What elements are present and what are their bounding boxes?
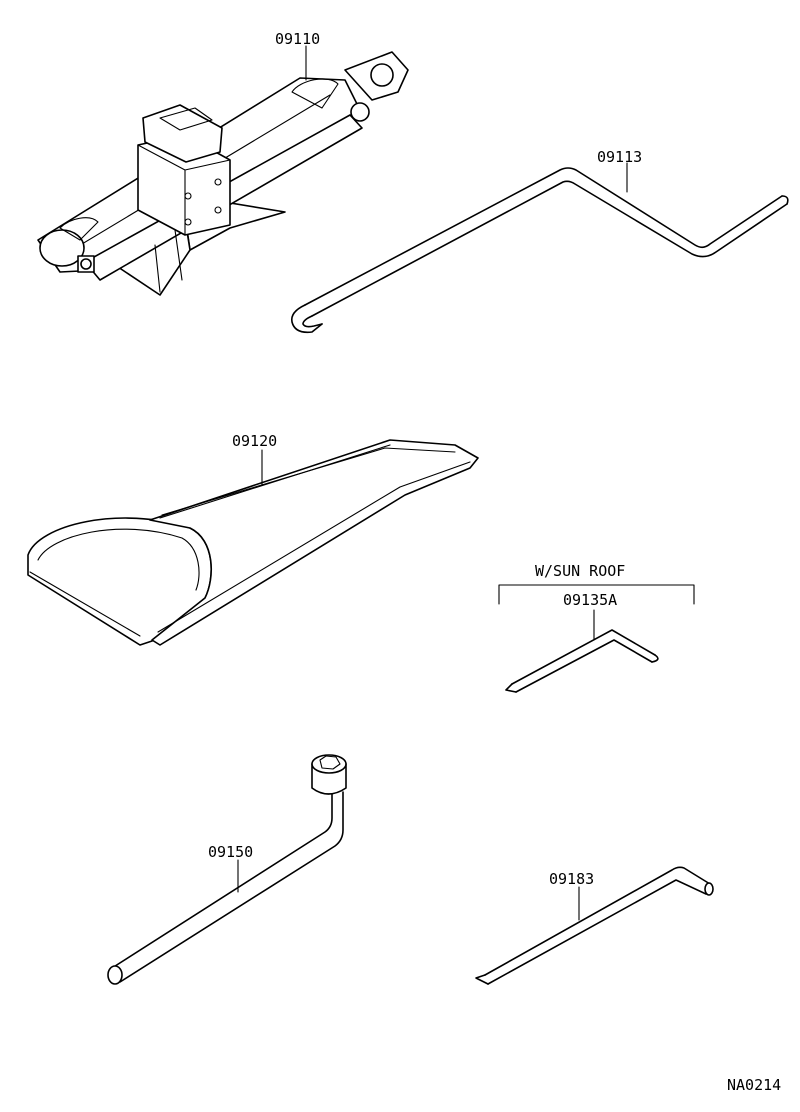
part-number-09120: 09120	[232, 432, 277, 450]
tool-bag-drawing	[27, 439, 479, 646]
sunroof-group-bracket	[498, 584, 695, 605]
part-number-09183: 09183	[549, 870, 594, 888]
part-number-09113: 09113	[597, 148, 642, 166]
jack-handle-drawing	[290, 167, 789, 334]
scissor-jack-drawing	[37, 51, 409, 296]
diagram-code: NA0214	[727, 1076, 781, 1094]
part-number-09135A: 09135A	[563, 591, 617, 609]
tool-09183-drawing	[475, 866, 714, 985]
sunroof-group-label: W/SUN ROOF	[535, 562, 625, 580]
sunroof-wrench-drawing	[505, 629, 659, 693]
lug-wrench-drawing	[107, 754, 347, 985]
part-number-09150: 09150	[208, 843, 253, 861]
part-number-09110: 09110	[275, 30, 320, 48]
